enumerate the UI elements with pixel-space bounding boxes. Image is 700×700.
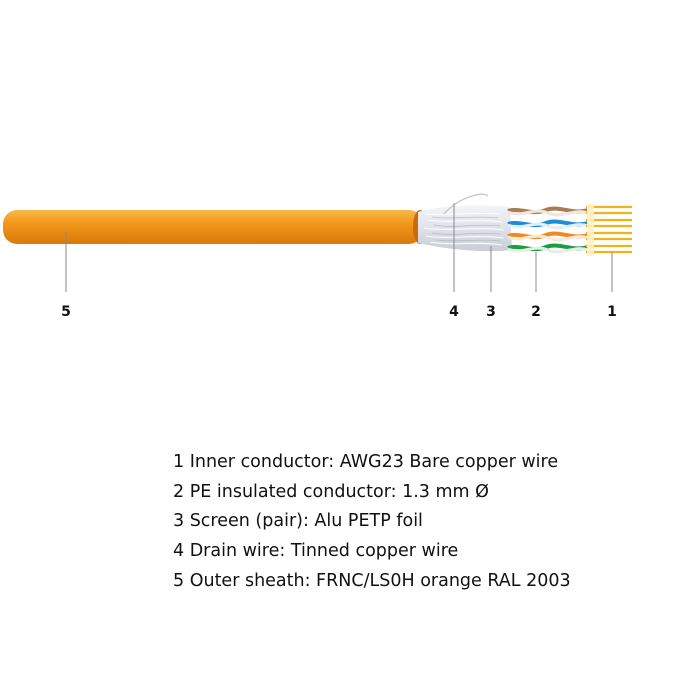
callout-2: 2 [531,304,541,320]
legend-item-screen: 3 Screen (pair): Alu PETP foil [173,511,423,532]
leader-lines [65,203,613,292]
legend: 1 Inner conductor: AWG23 Bare copper wir… [173,448,571,597]
legend-item-drain-wire: 4 Drain wire: Tinned copper wire [173,541,459,562]
callout-3: 3 [486,304,496,320]
callout-1: 1 [607,304,617,320]
callout-4: 4 [449,304,459,320]
drain-wire [443,193,489,216]
callout-5: 5 [61,304,71,320]
legend-item-pe-insulated-conductor: 2 PE insulated conductor: 1.3 mm Ø [173,481,489,502]
foil-screen [418,205,512,252]
cable-diagram: 5 4 3 2 1 [3,193,632,320]
legend-item-outer-sheath: 5 Outer sheath: FRNC/LS0H orange RAL 200… [173,570,571,591]
outer-sheath [3,210,427,244]
conductor-ends [587,204,594,256]
legend-item-inner-conductor: 1 Inner conductor: AWG23 Bare copper wir… [173,452,559,472]
insulated-pairs [507,206,589,254]
